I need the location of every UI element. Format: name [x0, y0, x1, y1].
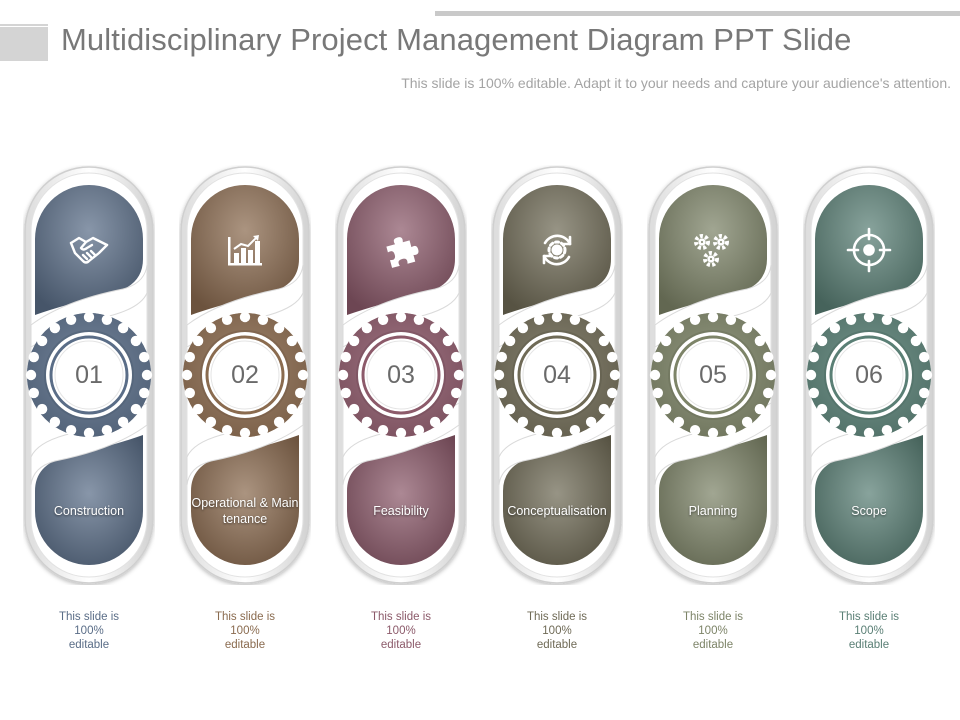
- decorative-line-top: [435, 11, 960, 16]
- step-caption: This slide is 100% editable: [682, 611, 744, 651]
- step-caption: This slide is 100% editable: [838, 611, 900, 651]
- step-pill-graphic: [24, 166, 154, 584]
- slide-title: Multidisciplinary Project Management Dia…: [61, 22, 852, 57]
- handshake-icon: [59, 220, 119, 280]
- step-number: 01: [75, 361, 103, 389]
- step-label: Scope: [851, 504, 887, 518]
- step-number: 02: [231, 361, 259, 389]
- step-caption: This slide is 100% editable: [526, 611, 588, 651]
- slide-subtitle: This slide is 100% editable. Adapt it to…: [401, 75, 951, 91]
- step-number: 04: [543, 361, 571, 389]
- step-number: 03: [387, 361, 415, 389]
- step-caption: This slide is 100% editable: [58, 611, 120, 651]
- step-label: Feasibility: [373, 504, 429, 518]
- bar-chart-icon: [215, 220, 275, 280]
- step-caption: This slide is 100% editable: [370, 611, 432, 651]
- step-caption: This slide is 100% editable: [214, 611, 276, 651]
- step-label: Conceptualisation: [507, 504, 607, 518]
- step-label: Operational & Maintenance: [191, 496, 299, 526]
- step-number: 06: [855, 361, 883, 389]
- step-pill-graphic: [648, 166, 778, 584]
- decorative-block-left: [0, 27, 48, 61]
- step-pill-graphic: [180, 166, 310, 584]
- puzzle-icon: [371, 220, 431, 280]
- step-number: 05: [699, 361, 727, 389]
- gears-icon: [683, 220, 743, 280]
- target-icon: [839, 220, 899, 280]
- step-label: Planning: [688, 504, 738, 518]
- refresh-gear-icon: [527, 220, 587, 280]
- step-label: Construction: [53, 504, 125, 518]
- decorative-bar-left-top: [0, 24, 48, 26]
- step-pill-graphic: [336, 166, 466, 584]
- step-pill-graphic: [804, 166, 934, 584]
